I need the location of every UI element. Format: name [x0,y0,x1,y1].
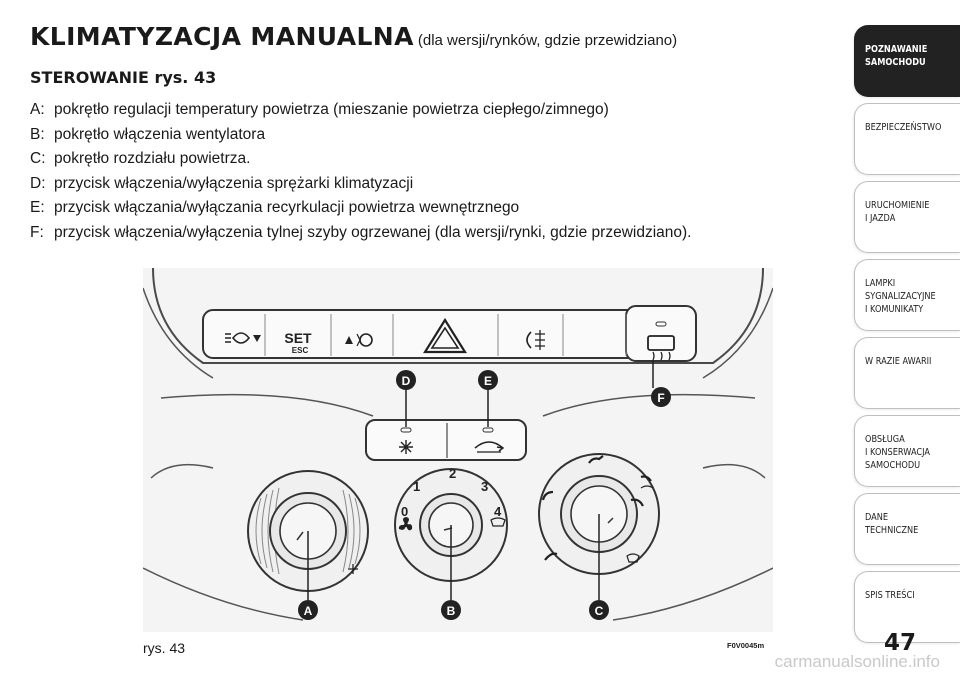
headlight-level-icon [225,332,261,344]
tab-dane-techniczne[interactable]: DANE TECHNICZNE [854,493,960,565]
svg-text:E: E [484,374,492,388]
tab-bezpieczenstwo[interactable]: BEZPIECZEŃSTWO [854,103,960,175]
page-number: 47 [883,630,916,656]
fan-level-4: 4 [494,504,502,519]
title-main: KLIMATYZACJA MANUALNA [30,22,414,51]
svg-text:F: F [657,391,664,405]
svg-text:C: C [595,604,604,618]
marker-c: C [589,600,609,620]
marker-a: A [298,600,318,620]
button-strip: SET ESC [202,305,697,362]
tab-w-razie-awarii[interactable]: W RAZIE AWARII [854,337,960,409]
legend-item-f: F:przycisk włączenia/wyłączenia tylnej s… [30,223,692,241]
marker-f: F [651,387,671,407]
legend-item-e: E:przycisk włączania/wyłączania recyrkul… [30,199,520,216]
tab-spis-tresci[interactable]: SPIS TREŚCI [854,571,960,643]
chapter-sidebar: POZNAWANIE SAMOCHODU BEZPIECZEŃSTWO URUC… [854,25,960,649]
controls-legend: A:pokrętło regulacji temperatury powietr… [30,98,691,245]
rear-defrost-icon [647,335,675,361]
page-title: KLIMATYZACJA MANUALNA(dla wersji/rynków,… [30,22,677,51]
watermark: carmanualsonline.info [774,652,940,671]
figure-caption: rys. 43 [143,640,186,656]
svg-text:B: B [447,604,456,618]
fan-level-2: 2 [449,466,456,481]
legend-item-c: C:pokrętło rozdziału powietrza. [30,150,251,167]
snowflake-icon [348,564,358,574]
svg-text:A: A [304,604,313,618]
title-note: (dla wersji/rynków, gdzie przewidziano) [417,32,678,49]
legend-item-a: A:pokrętło regulacji temperatury powietr… [30,101,609,118]
tab-uruchomienie-i-jazda[interactable]: URUCHOMIENIE I JAZDA [854,181,960,253]
figure-code: F0V0045m [727,641,765,650]
fan-icon [398,517,413,531]
snowflake-icon [399,440,413,454]
speed-limiter-icon [345,333,373,347]
climate-panel-drawing: SET ESC [143,268,773,632]
set-button-label: SET [284,330,312,346]
rear-fog-icon [526,330,545,350]
windscreen-defrost-icon [490,517,506,527]
fan-level-1: 1 [413,479,420,494]
ac-recirc-buttons [365,419,527,461]
callout-lines [307,360,654,600]
legend-item-b: B:pokrętło włączenia wentylatora [30,125,266,143]
marker-d: D [396,370,416,390]
recirculation-icon [474,441,505,453]
esc-button-label: ESC [292,346,309,355]
fan-level-0: 0 [401,504,408,519]
legend-item-d: D:przycisk włączenia/wyłączenia sprężark… [30,174,414,192]
svg-text:D: D [402,374,411,388]
tab-lampki-sygnalizacyjne[interactable]: LAMPKI SYGNALIZACYJNE I KOMUNIKATY [854,259,960,331]
marker-b: B [441,600,461,620]
marker-e: E [478,370,498,390]
tab-obsluga-i-konserwacja[interactable]: OBSŁUGA I KONSERWACJA SAMOCHODU [854,415,960,487]
section-heading: STEROWANIE rys. 43 [30,68,217,87]
tab-poznawanie-samochodu[interactable]: POZNAWANIE SAMOCHODU [854,25,960,97]
fan-level-3: 3 [481,479,488,494]
hazard-warning-icon [423,317,467,354]
climate-panel-figure: SET ESC [143,268,773,632]
